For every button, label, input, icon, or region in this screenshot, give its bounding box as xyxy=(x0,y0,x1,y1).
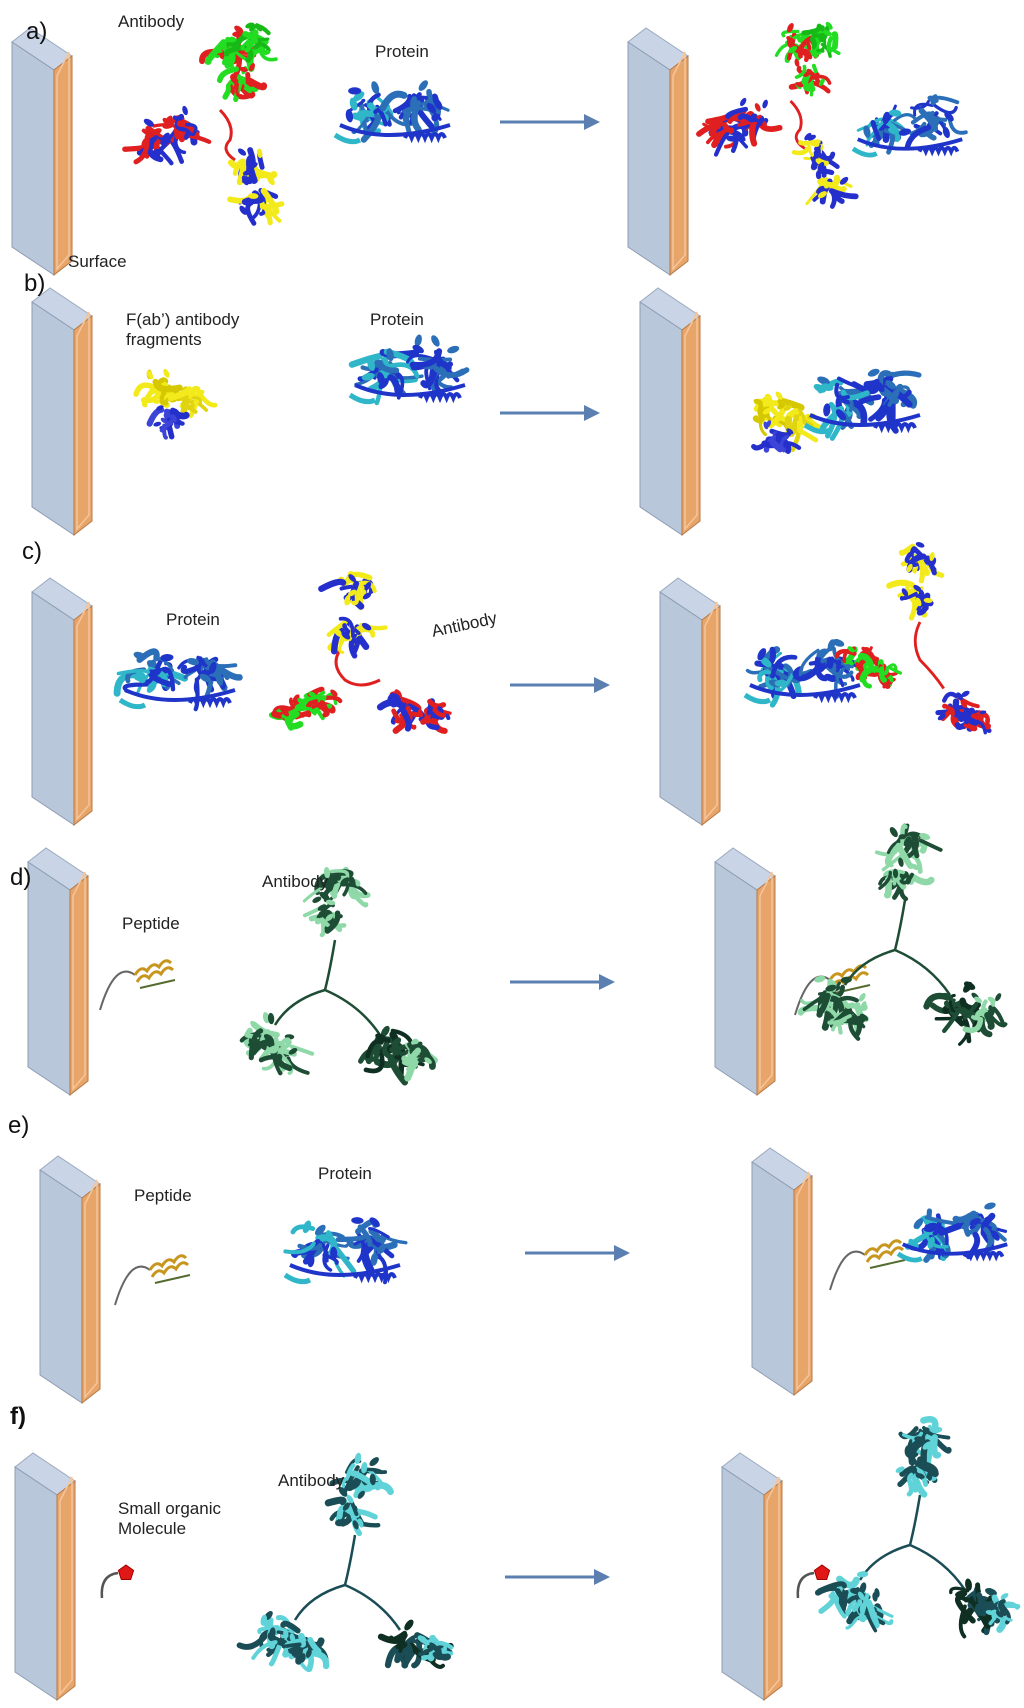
fab-fragment xyxy=(133,368,218,440)
protein-label: Protein xyxy=(166,610,220,629)
antibody-molecule xyxy=(834,542,992,735)
protein-molecule xyxy=(803,368,922,441)
antibody-molecule xyxy=(236,1452,454,1673)
reaction-arrow xyxy=(525,1245,630,1261)
protein-molecule xyxy=(851,94,968,158)
surface-slab xyxy=(627,27,689,277)
panel-d: d) Peptide Antibody xyxy=(0,823,1024,1105)
small-molecule xyxy=(100,1564,135,1599)
panel-label: a) xyxy=(26,18,48,45)
small-molecule-label: Small organic Molecule xyxy=(118,1499,221,1538)
antibody-molecule xyxy=(239,866,438,1086)
panel-label: d) xyxy=(10,864,32,891)
protein-molecule xyxy=(348,334,470,406)
panel-label: f) xyxy=(10,1403,26,1430)
peptide-label: Peptide xyxy=(122,914,180,933)
surface-slab xyxy=(714,847,776,1097)
peptide-molecule xyxy=(99,959,176,1011)
peptide-label: Peptide xyxy=(134,1186,192,1205)
protein-molecule xyxy=(333,80,451,145)
fab-fragment xyxy=(751,391,826,454)
protein-molecule xyxy=(283,1217,408,1285)
protein-label: Protein xyxy=(318,1164,372,1183)
surface-slab xyxy=(721,1452,783,1702)
peptide-molecule xyxy=(829,1239,906,1291)
panel-d-graphic xyxy=(27,823,1008,1097)
panel-c: c) Protein Antibody xyxy=(0,530,1024,827)
surface-slab xyxy=(31,577,93,827)
surface-slab xyxy=(659,577,721,827)
surface-slab xyxy=(27,847,89,1097)
antibody-label: Antibody xyxy=(262,872,329,891)
reaction-arrow xyxy=(500,405,600,421)
surface-slab xyxy=(11,27,73,277)
antibody-label: Antibody xyxy=(278,1471,345,1490)
antibody-molecule xyxy=(696,21,859,209)
reaction-arrow xyxy=(510,974,615,990)
protein-molecule xyxy=(896,1202,1008,1263)
reaction-arrow xyxy=(500,114,600,130)
protein-label: Protein xyxy=(375,42,429,61)
panel-f: f) Small organic Molecule Antibody xyxy=(0,1403,1024,1708)
protein-molecule xyxy=(113,648,243,712)
antibody-molecule xyxy=(122,22,285,226)
surface-slab xyxy=(639,287,701,537)
panel-b-graphic xyxy=(31,287,922,537)
antibody-molecule xyxy=(814,1416,1021,1639)
panel-e: e) Peptide Protein xyxy=(0,1110,1024,1405)
panel-f-graphic xyxy=(14,1416,1021,1702)
surface-slab xyxy=(39,1155,101,1405)
surface-slab xyxy=(14,1452,76,1702)
protein-label: Protein xyxy=(370,310,424,329)
small-molecule xyxy=(796,1564,831,1599)
surface-label: Surface xyxy=(68,252,127,271)
panel-e-graphic xyxy=(39,1147,1008,1405)
panel-label: e) xyxy=(8,1112,30,1139)
protein-molecule xyxy=(743,639,867,708)
reaction-arrow xyxy=(505,1569,610,1585)
reaction-arrow xyxy=(510,677,610,693)
fab-label: F(ab’) antibody fragments xyxy=(126,310,240,349)
surface-slab xyxy=(31,287,93,537)
panel-a: a) Antibody Protein Surface xyxy=(0,0,1024,277)
antibody-label: Antibody xyxy=(118,12,185,31)
surface-slab xyxy=(751,1147,813,1397)
panel-label: c) xyxy=(22,538,42,565)
panel-b: b) F(ab’) antibody fragments Protein xyxy=(0,270,1024,537)
antibody-molecule xyxy=(797,823,1008,1046)
panel-a-graphic xyxy=(11,21,968,277)
peptide-molecule xyxy=(114,1254,191,1306)
panel-c-graphic xyxy=(31,542,992,827)
panel-label: b) xyxy=(24,270,46,297)
antibody-molecule xyxy=(268,571,452,734)
